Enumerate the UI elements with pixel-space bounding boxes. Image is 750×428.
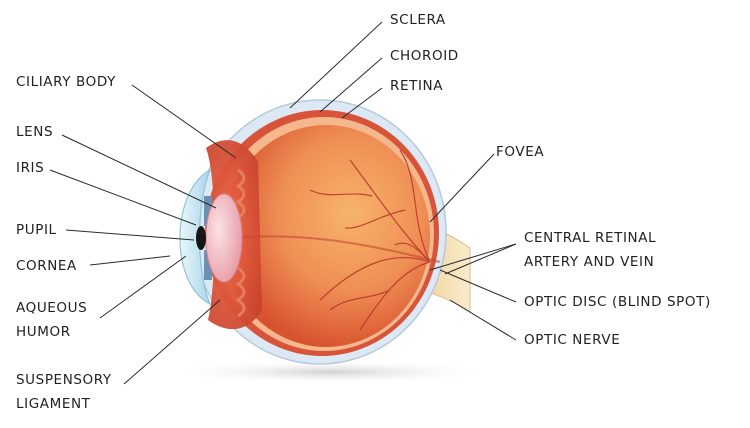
- label-central-retinal: CENTRAL RETINAL ARTERY AND VEIN: [524, 226, 656, 274]
- label-ciliary-body-text: CILIARY BODY: [16, 74, 116, 90]
- label-aqueous-line2: HUMOR: [16, 324, 71, 340]
- label-suspensory-line2: LIGAMENT: [16, 396, 91, 412]
- label-suspensory-ligament: SUSPENSORY LIGAMENT: [16, 368, 112, 416]
- leader-cornea: [89, 255, 171, 266]
- label-retina: RETINA: [390, 74, 443, 98]
- leader-ciliary-body: [131, 84, 237, 159]
- label-cornea-text: CORNEA: [16, 258, 77, 274]
- label-cornea: CORNEA: [16, 254, 77, 278]
- leader-lines: [49, 21, 517, 385]
- label-fovea-text: FOVEA: [496, 144, 545, 160]
- label-pupil-text: PUPIL: [16, 222, 57, 238]
- leader-choroid: [319, 57, 383, 113]
- label-iris-text: IRIS: [16, 160, 45, 176]
- label-optic-disc-text: OPTIC DISC (BLIND SPOT): [524, 294, 711, 310]
- leader-retina: [341, 87, 383, 119]
- ciliary-folds: [235, 168, 246, 318]
- leader-iris: [49, 169, 197, 226]
- optic-axis: [231, 235, 441, 263]
- label-optic-disc: OPTIC DISC (BLIND SPOT): [524, 290, 711, 314]
- vitreous-shape: [222, 125, 430, 347]
- label-sclera-text: SCLERA: [390, 12, 446, 28]
- label-optic-nerve: OPTIC NERVE: [524, 328, 620, 352]
- label-aqueous-humor: AQUEOUS HUMOR: [16, 296, 87, 344]
- label-choroid: CHOROID: [390, 44, 459, 68]
- label-optic-nerve-text: OPTIC NERVE: [524, 332, 621, 348]
- label-fovea: FOVEA: [496, 140, 544, 164]
- leader-optic-nerve: [449, 299, 517, 341]
- leader-optic-disc: [439, 269, 517, 303]
- leader-sclera: [289, 21, 383, 109]
- retinal-vessels: [309, 149, 431, 331]
- cornea-shape: [179, 168, 212, 306]
- leader-pupil: [65, 229, 195, 241]
- leader-central-retinal-2: [444, 243, 517, 275]
- label-sclera: SCLERA: [390, 8, 446, 32]
- ground-shadow: [160, 360, 500, 384]
- leader-central-retinal-1: [429, 243, 517, 271]
- label-retina-text: RETINA: [390, 78, 444, 94]
- leader-lens: [61, 134, 217, 209]
- label-ciliary-body: CILIARY BODY: [16, 70, 116, 94]
- label-central-retinal-line2: ARTERY AND VEIN: [524, 254, 655, 270]
- label-iris: IRIS: [16, 156, 44, 180]
- label-lens: LENS: [16, 120, 53, 144]
- label-choroid-text: CHOROID: [390, 48, 459, 64]
- label-suspensory-line1: SUSPENSORY: [16, 372, 112, 388]
- label-pupil: PUPIL: [16, 218, 57, 242]
- label-central-retinal-line1: CENTRAL RETINAL: [524, 230, 657, 246]
- leader-suspensory-ligament: [123, 299, 221, 385]
- pupil-shape: [196, 226, 206, 250]
- label-aqueous-line1: AQUEOUS: [16, 300, 88, 316]
- label-lens-text: LENS: [16, 124, 54, 140]
- leader-fovea: [429, 153, 495, 223]
- lens-shape: [205, 193, 243, 283]
- leader-aqueous-humor: [99, 255, 187, 319]
